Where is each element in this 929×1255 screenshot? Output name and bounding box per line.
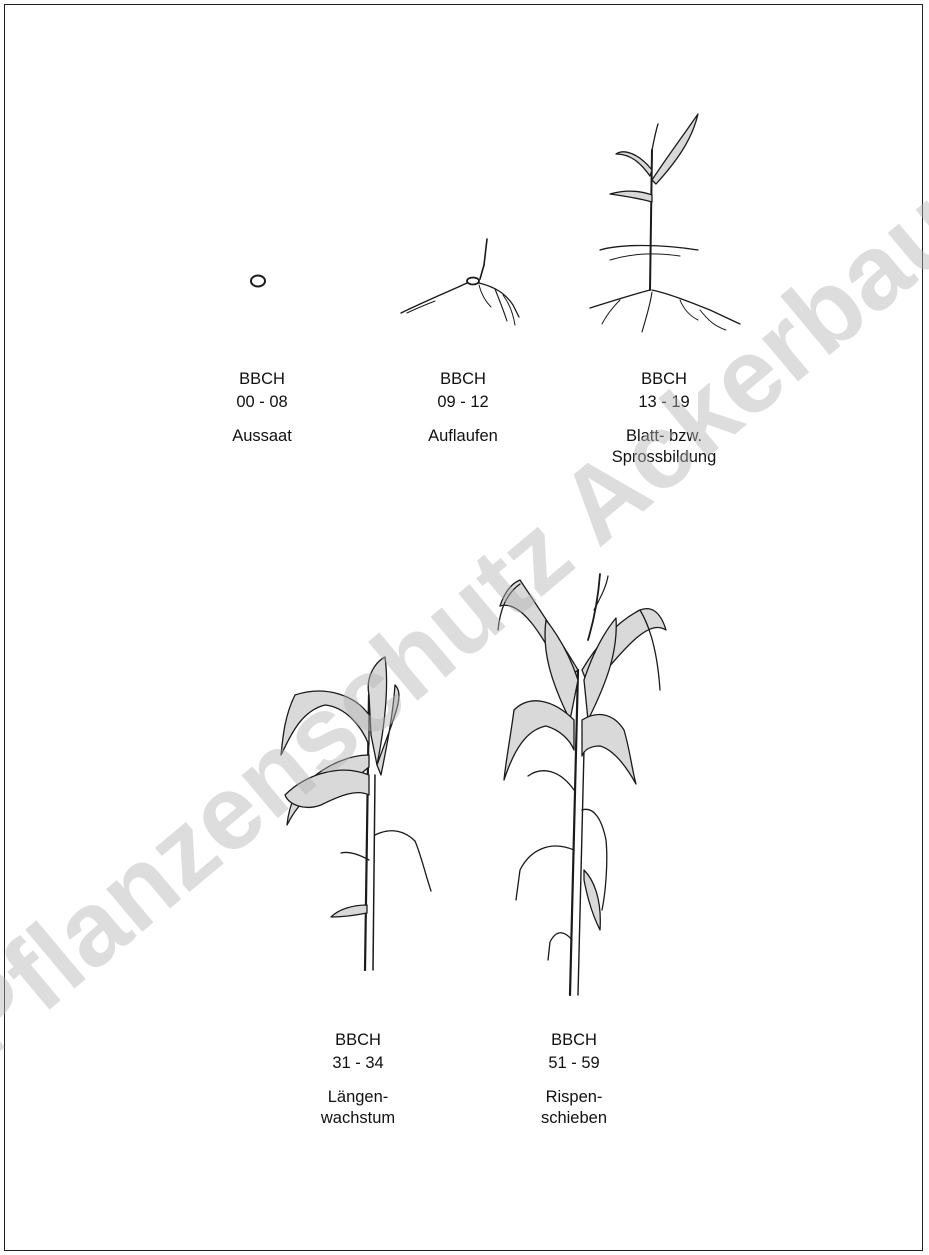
bbch-range: 00 - 08 [172,391,352,414]
bbch-label: BBCH [268,1029,448,1052]
stage-description: Rispen- [484,1087,664,1108]
bbch-range: 13 - 19 [574,391,754,414]
stage-description: Längen- [268,1087,448,1108]
stage-description: Auflaufen [373,426,553,447]
bbch-range: 09 - 12 [373,391,553,414]
stem-elongation-plant-illustration [265,655,445,975]
young-plant-illustration [580,110,760,340]
bbch-label: BBCH [373,368,553,391]
stage-label-2: BBCH 09 - 12 Auflaufen [373,368,553,447]
stage-description: Aussaat [172,426,352,447]
stage-label-5: BBCH 51 - 59 Rispen- schieben [484,1029,664,1129]
seed-illustration [230,255,290,305]
stage-label-3: BBCH 13 - 19 Blatt- bzw. Sprossbildung [574,368,754,468]
bbch-range: 51 - 59 [484,1052,664,1075]
stage-label-4: BBCH 31 - 34 Längen- wachstum [268,1029,448,1129]
bbch-label: BBCH [172,368,352,391]
stage-description: Sprossbildung [574,447,754,468]
stage-description: Blatt- bzw. [574,426,754,447]
bbch-label: BBCH [574,368,754,391]
stage-description: schieben [484,1108,664,1129]
panicle-emergence-plant-illustration [490,570,680,1000]
bbch-range: 31 - 34 [268,1052,448,1075]
emerging-seedling-illustration [395,235,535,335]
stage-label-1: BBCH 00 - 08 Aussaat [172,368,352,447]
stage-description: wachstum [268,1108,448,1129]
bbch-label: BBCH [484,1029,664,1052]
page-frame [4,4,923,1251]
